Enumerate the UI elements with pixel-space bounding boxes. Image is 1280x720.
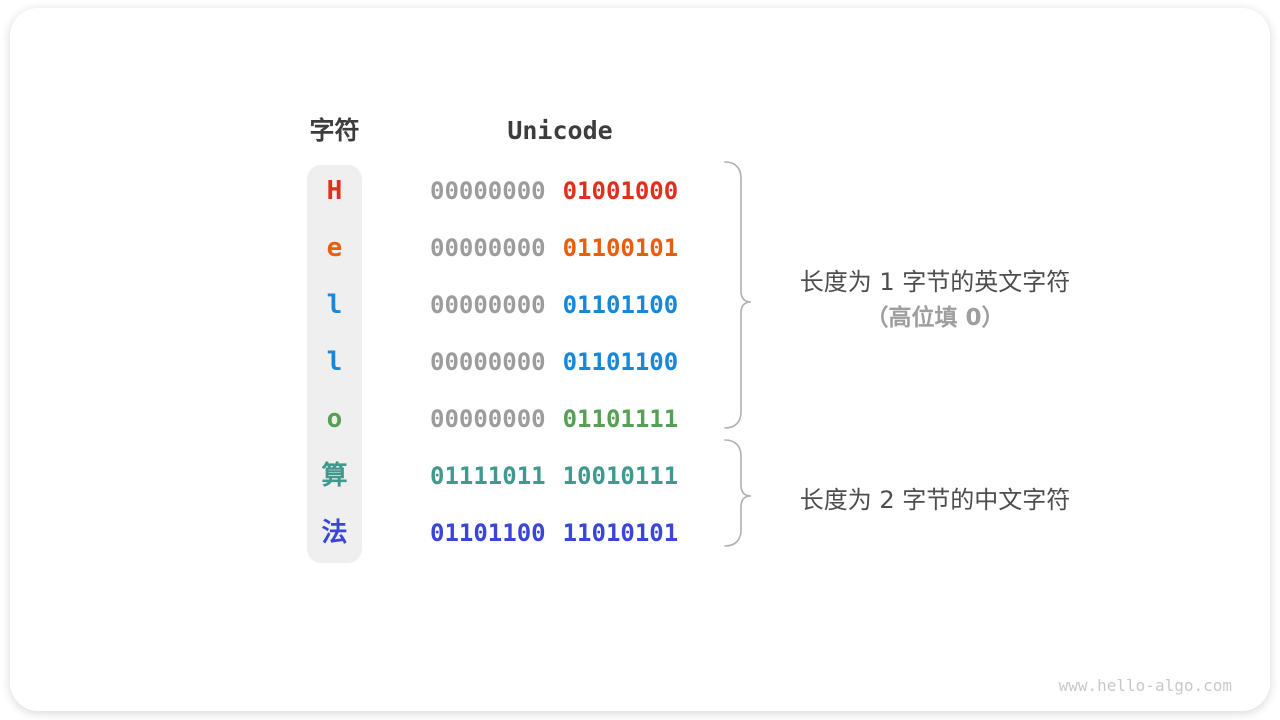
- char-column-background: [307, 165, 362, 563]
- unicode-bytes: 00000000 01100101: [430, 228, 678, 268]
- byte-high: 00000000: [430, 177, 546, 205]
- byte-high: 01101100: [430, 519, 546, 547]
- byte-high: 00000000: [430, 234, 546, 262]
- byte-low: 01001000: [562, 177, 679, 205]
- brace-chinese-group: [724, 439, 752, 547]
- annotation-line: 长度为 2 字节的中文字符: [799, 486, 1071, 514]
- unicode-bytes: 00000000 01101100: [430, 285, 678, 325]
- byte-high: 01111011: [430, 462, 546, 490]
- unicode-bytes: 01111011 10010111: [430, 456, 678, 496]
- char-cell: H: [326, 176, 343, 206]
- byte-high: 00000000: [430, 405, 546, 433]
- watermark: www.hello-algo.com: [1058, 676, 1232, 695]
- unicode-bytes: 00000000 01101111: [430, 399, 678, 439]
- byte-low: 01100101: [562, 234, 679, 262]
- unicode-column-header: Unicode: [507, 116, 613, 145]
- char-cell: e: [326, 233, 343, 263]
- byte-low: 10010111: [562, 462, 679, 490]
- unicode-bytes: 00000000 01001000: [430, 171, 678, 211]
- byte-high: 00000000: [430, 348, 546, 376]
- annotation-subline: （高位填 0）: [865, 305, 1005, 331]
- char-column-header: 字符: [309, 116, 360, 145]
- byte-low: 01101100: [562, 348, 679, 376]
- group-braces: [724, 161, 752, 547]
- figure-card: [10, 8, 1270, 711]
- char-cell: 法: [321, 518, 348, 548]
- char-cell: l: [326, 290, 343, 320]
- byte-low: 11010101: [562, 519, 679, 547]
- annotation-chinese-chars: 长度为 2 字节的中文字符: [770, 484, 1100, 516]
- byte-low: 01101111: [562, 405, 679, 433]
- unicode-bytes: 01101100 11010101: [430, 513, 678, 553]
- byte-high: 00000000: [430, 291, 546, 319]
- char-cell: o: [326, 404, 343, 434]
- char-cell: l: [326, 347, 343, 377]
- unicode-bytes: 00000000 01101100: [430, 342, 678, 382]
- annotation-english-chars: 长度为 1 字节的英文字符 （高位填 0）: [770, 266, 1100, 334]
- char-cell: 算: [321, 461, 348, 491]
- brace-english-group: [724, 161, 752, 429]
- byte-low: 01101100: [562, 291, 679, 319]
- annotation-line: 长度为 1 字节的英文字符: [799, 268, 1071, 296]
